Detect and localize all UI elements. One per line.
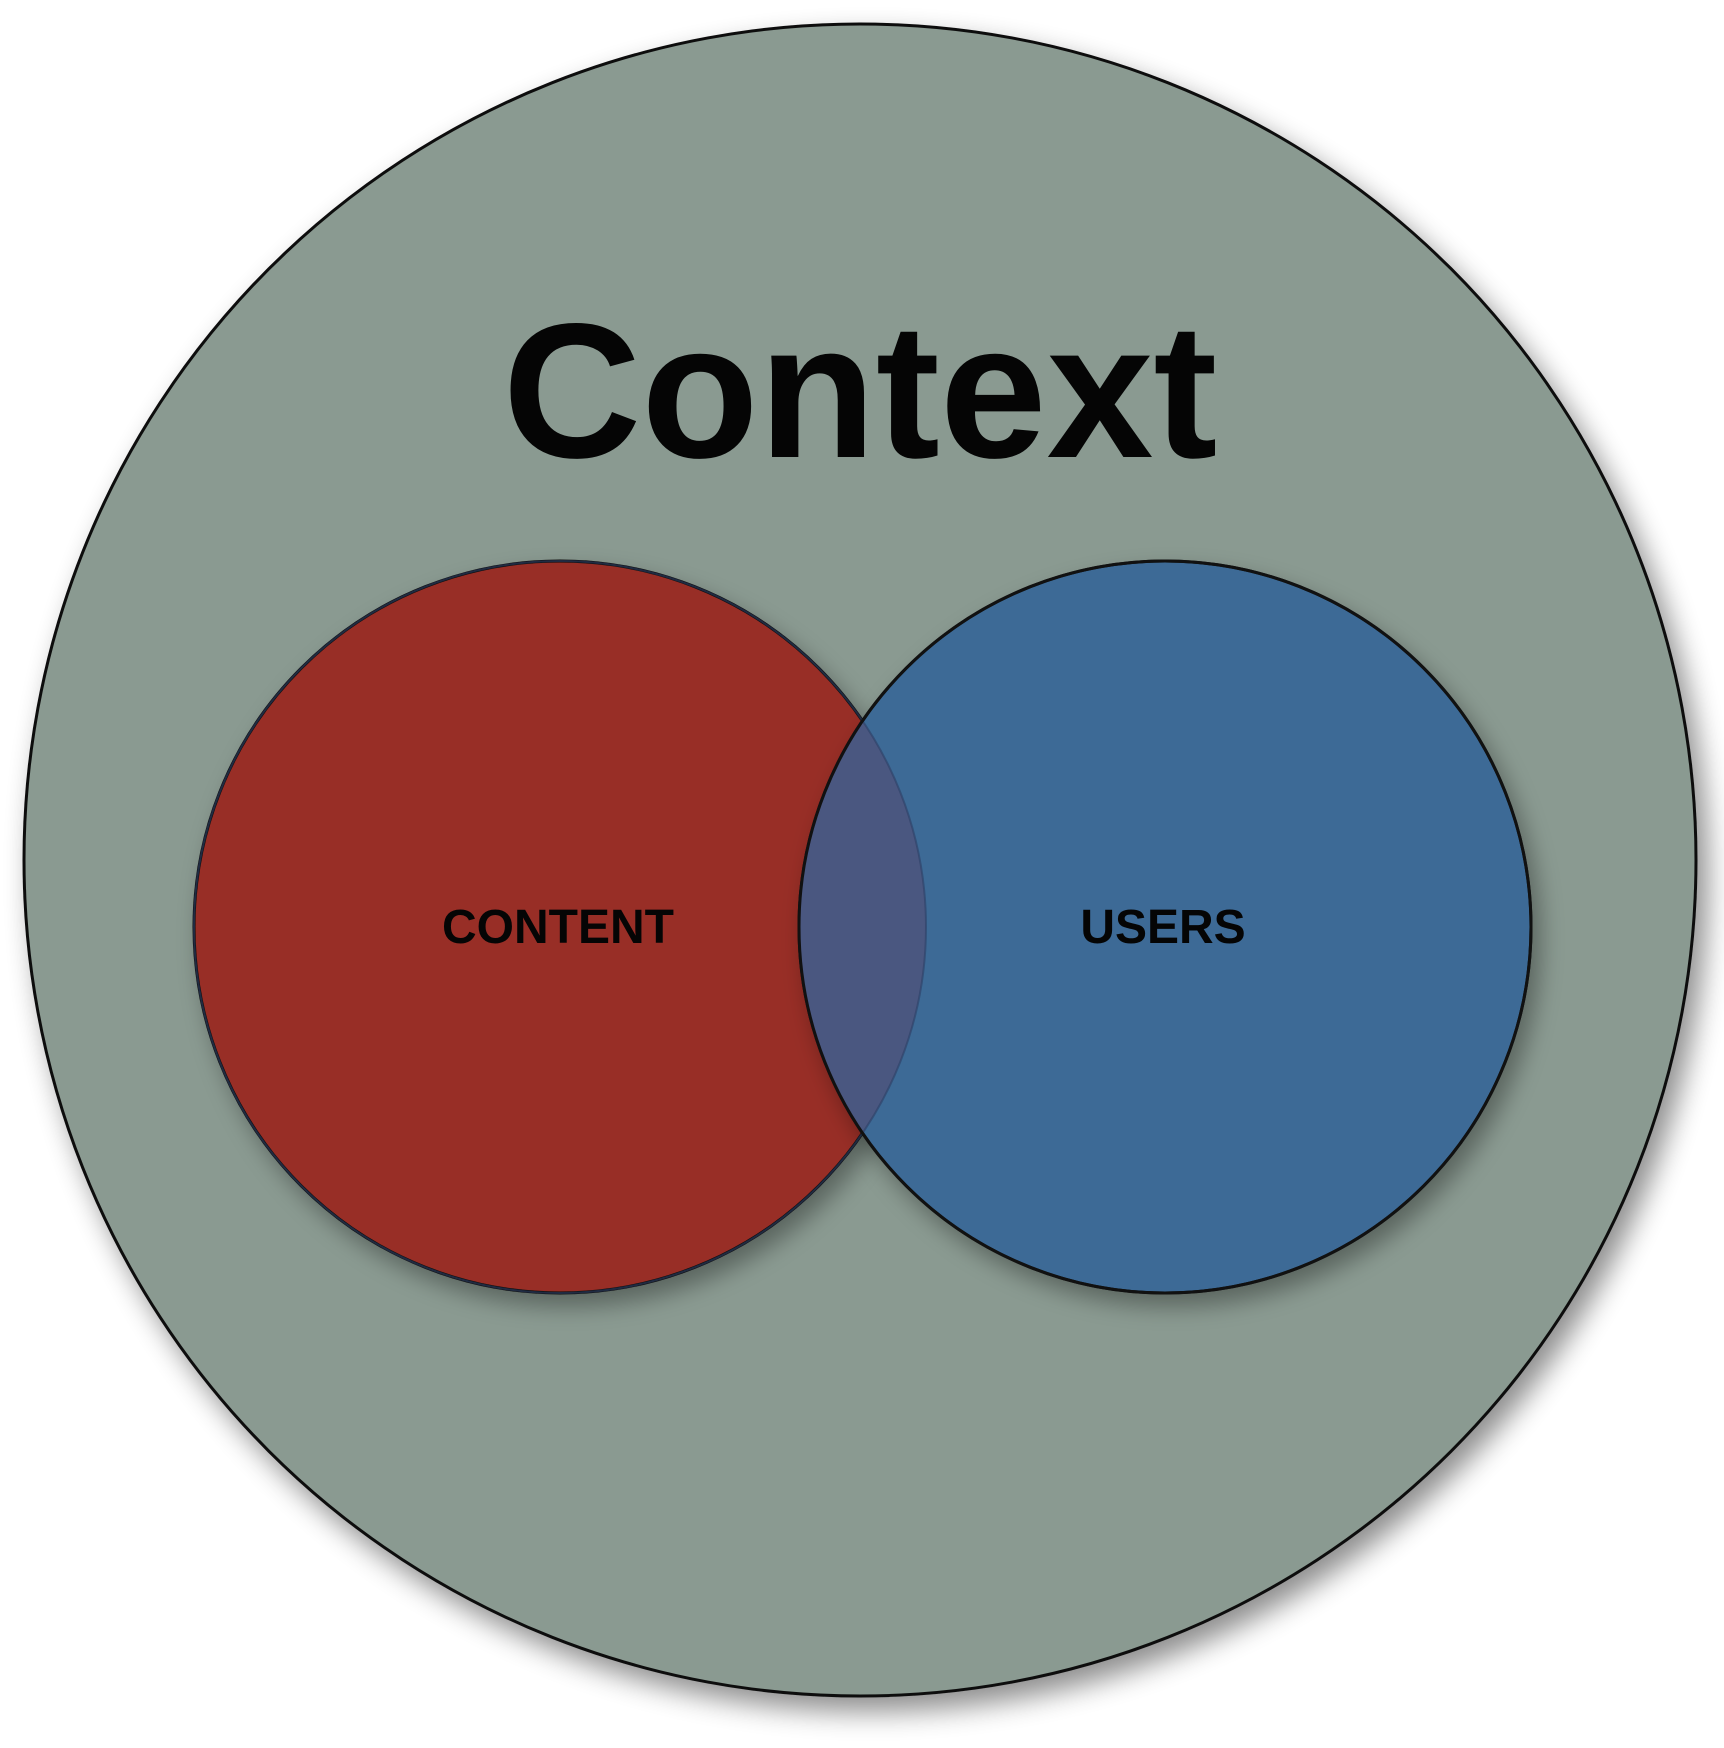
content-circle-inner-outline <box>193 560 927 1294</box>
content-label: CONTENT <box>442 901 674 954</box>
users-label: USERS <box>1080 901 1245 954</box>
users-circle-outline <box>797 559 1533 1295</box>
context-title: Context <box>503 283 1218 498</box>
